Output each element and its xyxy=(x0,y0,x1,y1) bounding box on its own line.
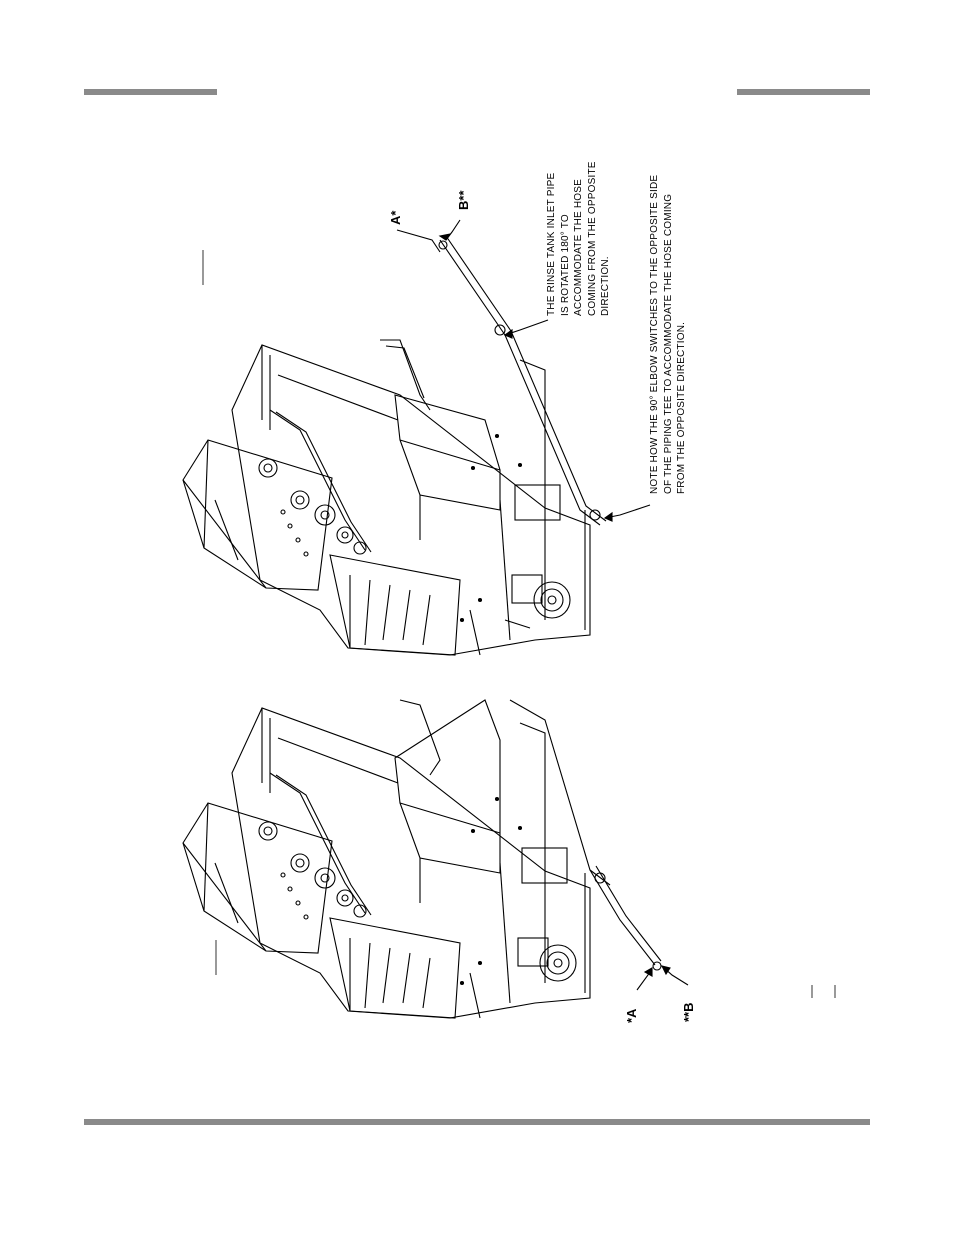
lower-machine-illustration xyxy=(183,700,661,1018)
rinse-pipe-note-line-2: IS ROTATED 180° TO xyxy=(559,161,573,316)
elbow-note-line-1: NOTE HOW THE 90° ELBOW SWITCHES TO THE O… xyxy=(648,175,662,494)
rinse-pipe-note-line-3: ACCOMMODATE THE HOSE xyxy=(572,161,586,316)
label-upper-b: B** xyxy=(456,190,471,210)
elbow-note-line-3: FROM THE OPPOSITE DIRECTION. xyxy=(675,175,689,494)
lower-leader-lines xyxy=(216,940,835,998)
label-lower-b: **B xyxy=(681,1002,696,1022)
label-upper-a: A* xyxy=(388,211,403,225)
elbow-note-line-2: OF THE PIPING TEE TO ACCOMMODATE THE HOS… xyxy=(662,175,676,494)
upper-machine-illustration xyxy=(183,236,606,655)
rinse-pipe-note-line-4: COMING FROM THE OPPOSITE xyxy=(586,161,600,316)
elbow-note: NOTE HOW THE 90° ELBOW SWITCHES TO THE O… xyxy=(648,175,689,494)
label-lower-a: *A xyxy=(624,1009,639,1023)
rinse-pipe-note-line-5: DIRECTION. xyxy=(599,161,613,316)
rinse-pipe-note: THE RINSE TANK INLET PIPE IS ROTATED 180… xyxy=(545,161,613,316)
rinse-pipe-note-line-1: THE RINSE TANK INLET PIPE xyxy=(545,161,559,316)
